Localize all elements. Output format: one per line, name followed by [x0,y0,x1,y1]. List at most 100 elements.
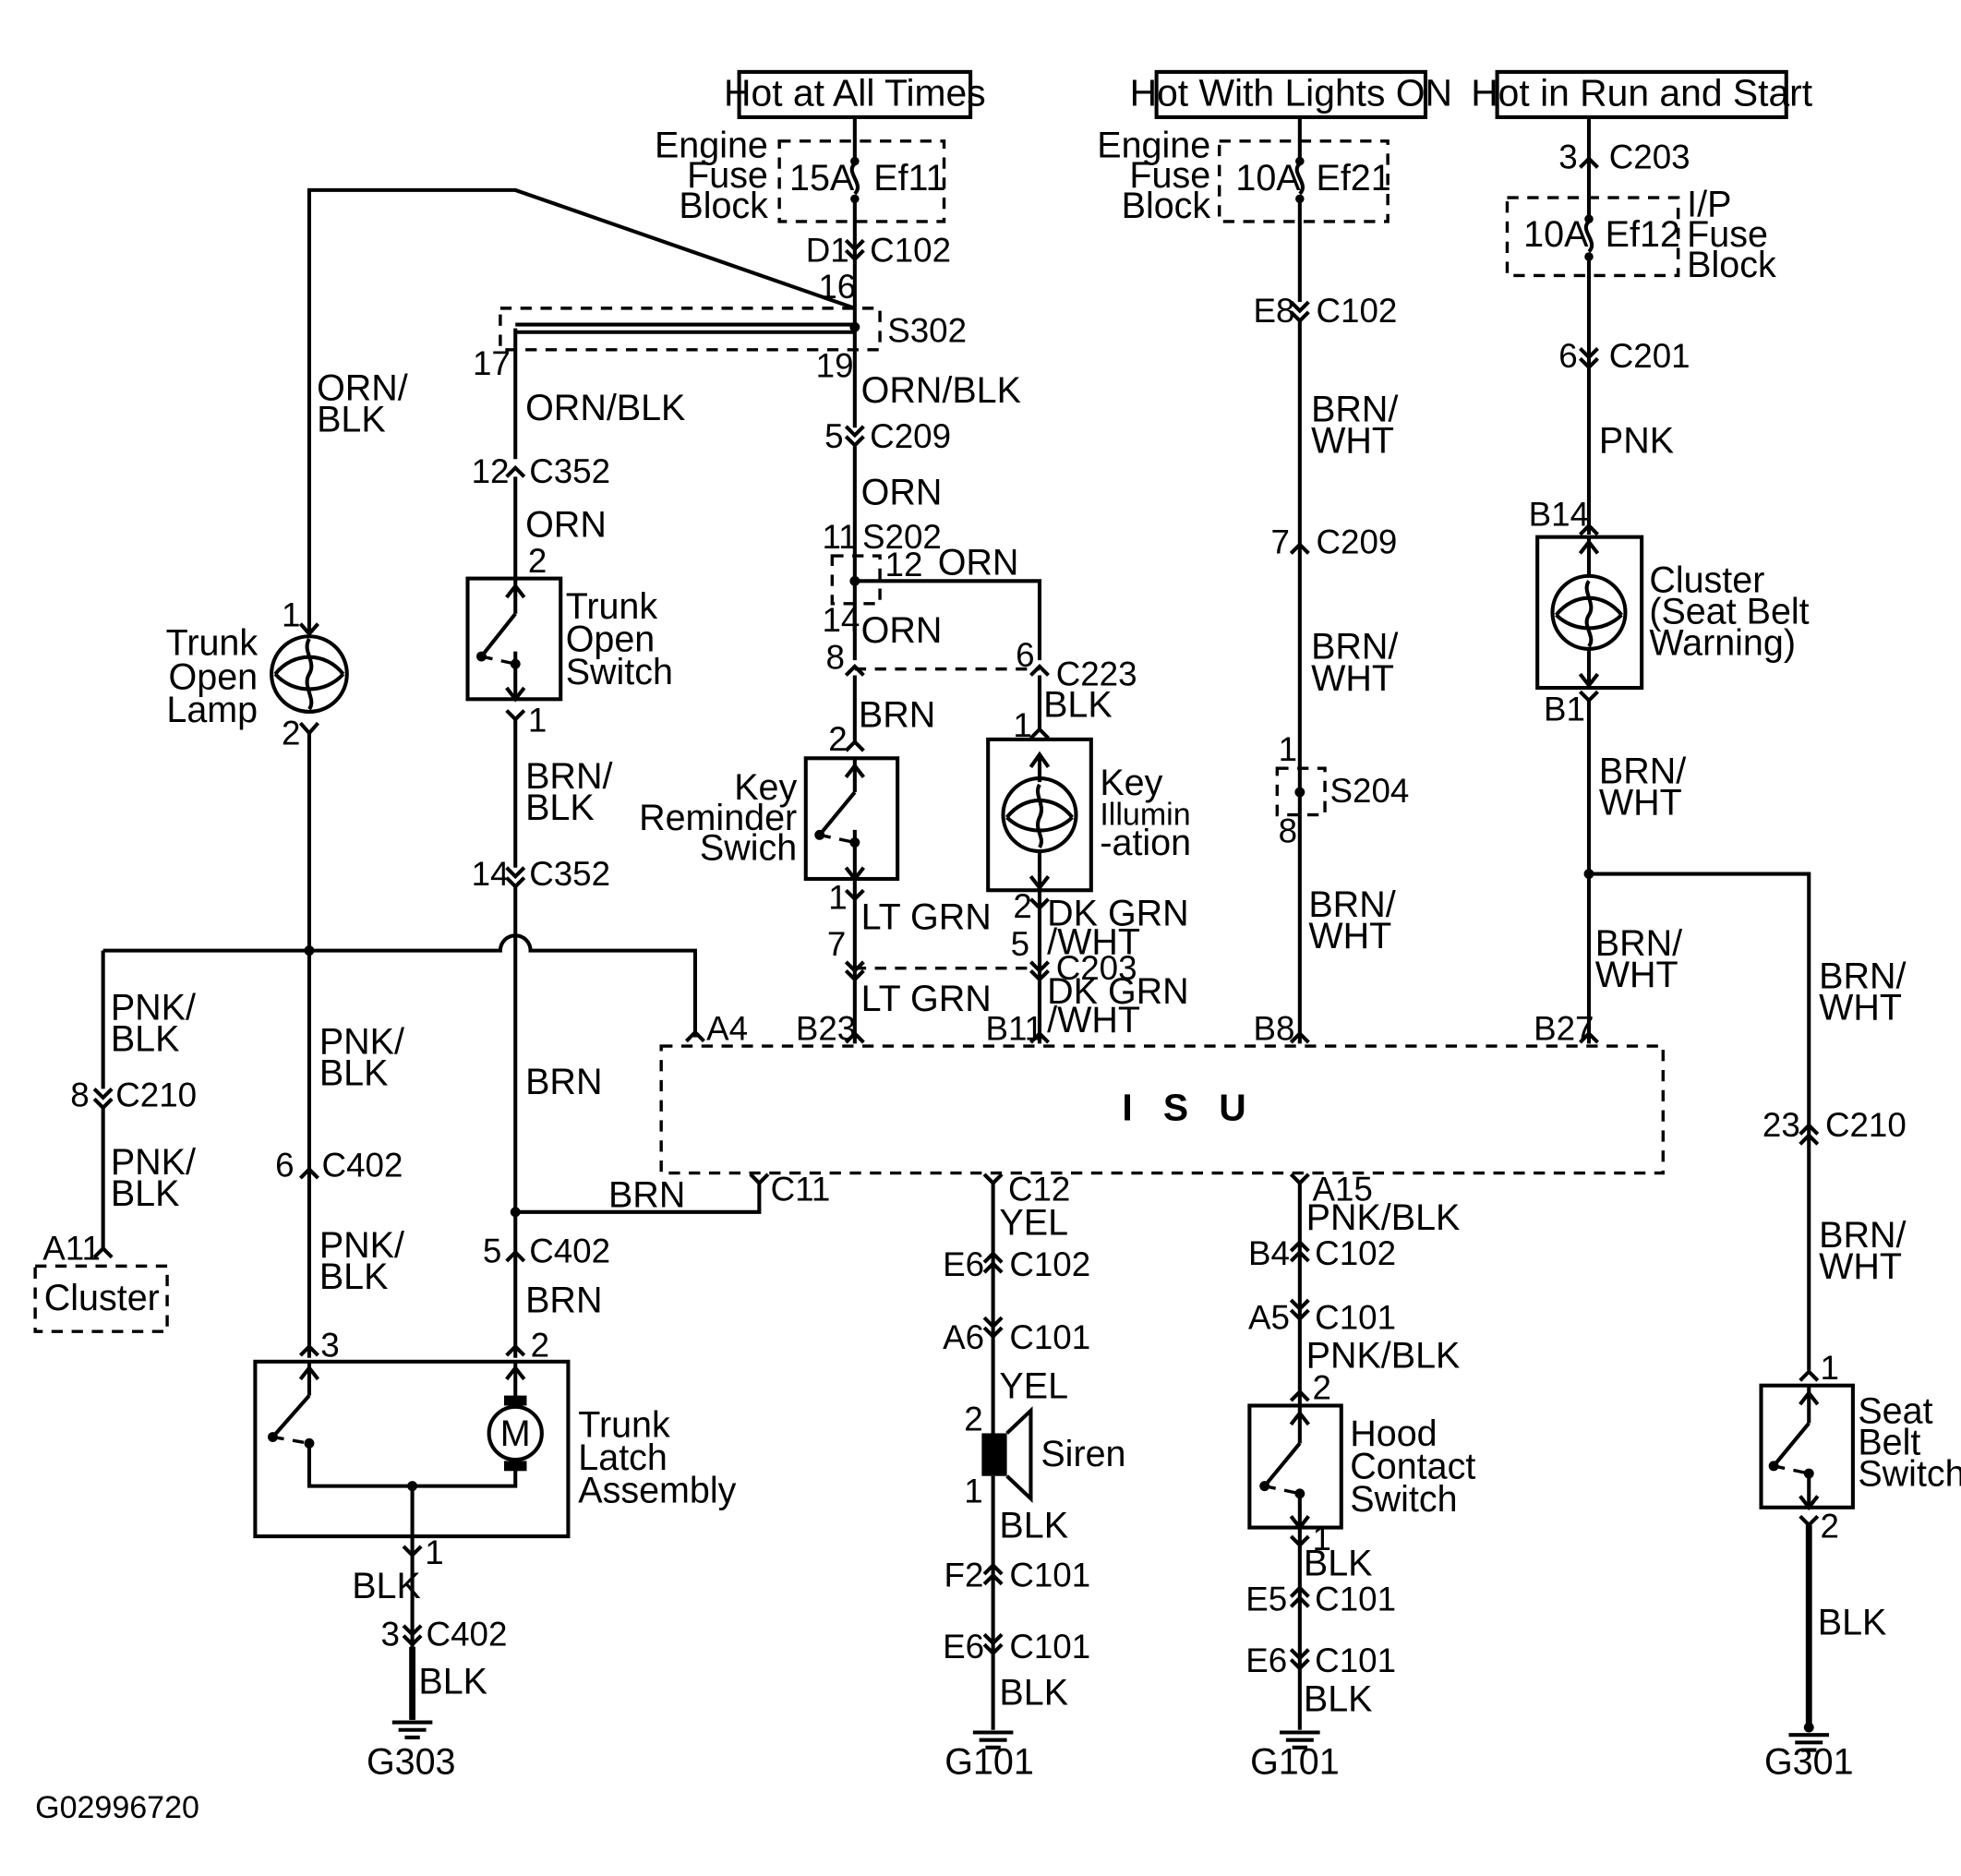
connector-label: C102 [1315,1234,1396,1272]
pin-label: A4 [706,1009,748,1047]
pin-label: 6 [1558,337,1577,375]
pin-label: 5 [1011,925,1029,963]
wire-color-label: BLK [1043,684,1113,725]
ip-fuse-label: I/P [1687,184,1731,224]
engine-fuse-label: Fuse [687,155,768,196]
pin-label: 2 [1312,1369,1330,1407]
connector-symbol [1579,155,1599,169]
connector-symbol [844,664,1050,677]
splice-label: S202 [862,518,942,556]
wire-color-label: BRN [525,1281,602,1321]
pin-label: 12 [472,452,510,490]
pin-label: 8 [70,1076,89,1113]
key-reminder-switch [803,756,900,882]
wire-color-label: DK GRN [1047,893,1189,933]
cluster-box [33,1264,169,1333]
wire-color-label: PNK/ [111,1142,196,1183]
pin-label: 1 [528,702,547,740]
component-label: -ation [1100,823,1191,863]
component-label: Latch [578,1437,668,1478]
engine-fuse-label: Fuse [1129,155,1210,196]
connector-label: C201 [1609,337,1690,375]
pin-label: 11 [822,518,857,556]
wire-color-label: WHT [1311,420,1394,461]
pin-label: 2 [282,714,300,752]
component-label: Key [734,767,797,808]
fuse-rating: 10A [1523,214,1589,255]
ground-label: G301 [1764,1741,1854,1782]
component-label: Siren [1041,1434,1125,1474]
ground-icon [1280,1730,1320,1750]
fuse-rating: 10A [1235,158,1301,198]
fuse-icon [1294,162,1305,196]
pin-label: 3 [1558,138,1577,176]
hot-with-lights-box [1154,69,1428,119]
fuse-ef12: 10A Ef12 I/P Fuse Block [1505,116,1776,535]
connector-label: C102 [1317,292,1398,330]
component-label: Contact [1350,1446,1475,1486]
connector-label: C402 [529,1232,610,1269]
pin-label: 5 [483,1232,501,1269]
wire-color-label: BLK [352,1566,421,1606]
wire-color-label: ORN/BLK [861,370,1021,411]
column-hood: E8 C102 BRN/ WHT 7 C209 BRN/ WHT 1 S204 … [1245,292,1475,1783]
component-label: Hood [1350,1413,1437,1454]
pin-label: B11 [985,1009,1043,1047]
pin-label: A15 [1312,1171,1372,1209]
wire-color-label: BRN/ [525,756,612,797]
hot-in-run-label: Hot in Run and Start [1471,72,1813,114]
wire-color-label: ORN [525,505,607,546]
ip-fuse-label: Fuse [1687,214,1768,255]
connector-symbol [505,1249,526,1263]
wire-color-label: ORN/ [317,367,408,408]
pin-label: 14 [472,855,510,893]
pin-label: 2 [528,542,547,580]
pin-label: C12 [1008,1171,1070,1209]
wire-color-label: BLK [999,1673,1068,1714]
wire-color-label: BLK [317,399,386,439]
connector-label: C210 [1825,1106,1907,1144]
connector-symbol [1579,346,1599,370]
component-label: Switch [566,652,673,692]
component-label: Switch [1350,1479,1457,1520]
connector-symbol [1289,1585,1310,1608]
component-label: Cluster [1649,560,1764,601]
wire-color-label: ORN [861,610,943,651]
pin-label: 23 [1762,1106,1800,1144]
connector-label: C102 [870,231,951,269]
wire-color-label: PNK/ [111,988,196,1028]
isu-box [659,1044,1666,1175]
component-label: Lamp [166,690,258,730]
hot-with-lights-label: Hot With Lights ON [1130,72,1452,114]
connector-symbol [844,425,865,449]
pin-label: 2 [1013,887,1031,925]
connector-symbol [982,1632,1004,1656]
pin-label: B4 [1248,1234,1290,1272]
pin-label: 19 [816,347,854,385]
connector-label: C101 [1315,1298,1396,1336]
pin-label: B23 [796,1009,856,1047]
connector-label: C101 [1009,1557,1090,1594]
component-label: Switch [1858,1454,1961,1495]
connector-symbol [1289,1239,1310,1263]
connector-label: C101 [1315,1642,1396,1679]
connector-label: C402 [427,1616,508,1654]
column-hot-all-times: D1 C102 16 S302 17 19 ORN/BLK 5 C209 ORN… [473,231,1191,1044]
wire-color-label: BLK [1818,1602,1887,1642]
fuse-id: Ef11 [873,158,945,198]
ground-label: G101 [944,1741,1034,1782]
wire-color-label: BLK [999,1505,1068,1545]
connector-symbol [505,866,526,890]
power-headers: Hot at All Times Hot With Lights ON Hot … [724,69,1813,119]
pin-label: 12 [885,546,923,583]
connector-label: C102 [1009,1245,1090,1283]
pin-label: A11 [42,1230,101,1268]
connector-symbol [1289,541,1310,555]
pin-label: 1 [1312,1520,1330,1557]
component-label: Belt [1858,1423,1920,1463]
wire-color-label: BRN [525,1062,602,1102]
fuse-block-outline [1505,196,1680,278]
pin-label: 6 [275,1147,294,1185]
pin-label: 5 [824,417,843,455]
component-label: Trunk [166,623,259,664]
